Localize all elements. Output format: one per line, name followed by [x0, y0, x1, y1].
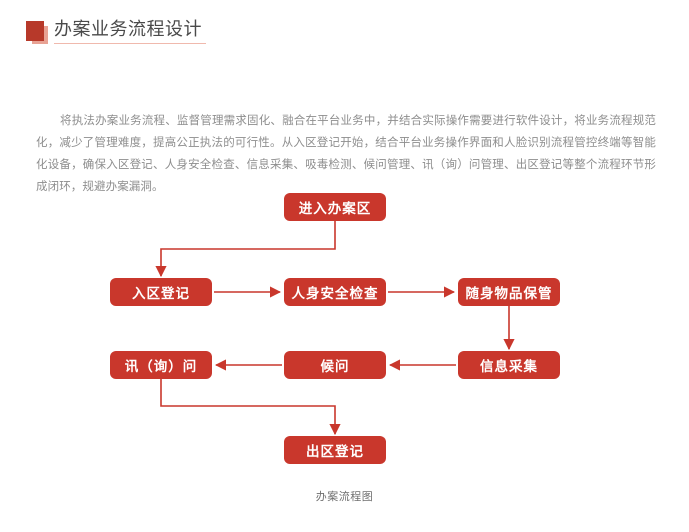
edge-interrogate-to-exit [160, 379, 341, 436]
flow-node-personal-belongings-custody[interactable]: 随身物品保管 [458, 278, 560, 306]
edge-enter-to-register [155, 221, 336, 278]
flow-node-information-collection[interactable]: 信息采集 [458, 351, 560, 379]
page-title: 办案业务流程设计 [54, 19, 202, 40]
flow-node-area-entry-registration[interactable]: 入区登记 [110, 278, 212, 306]
flow-node-body-safety-check[interactable]: 人身安全检查 [284, 278, 386, 306]
title-marker-icon [26, 21, 44, 41]
flow-node-enter-case-area[interactable]: 进入办案区 [284, 193, 386, 221]
intro-paragraph: 将执法办案业务流程、监督管理需求固化、融合在平台业务中，并结合实际操作需要进行软… [36, 112, 656, 193]
flow-node-waiting-for-questioning[interactable]: 候问 [284, 351, 386, 379]
flow-node-area-exit-registration[interactable]: 出区登记 [284, 436, 386, 464]
title-underline [54, 43, 206, 44]
flowchart-caption: 办案流程图 [315, 490, 374, 503]
flow-node-interrogation[interactable]: 讯（询）问 [110, 351, 212, 379]
page-header: 办案业务流程设计 [26, 16, 666, 60]
